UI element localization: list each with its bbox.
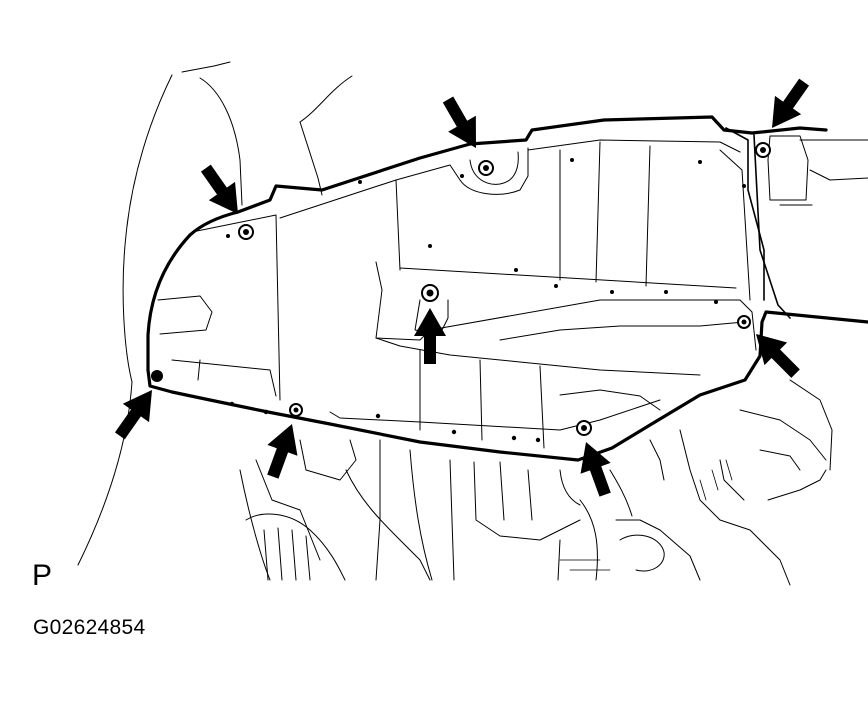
engine-underbody-components [239, 379, 833, 586]
view-label: P [32, 559, 53, 592]
bolts [151, 142, 771, 436]
bolt-top-center [478, 160, 494, 176]
indicator-arrows [114, 78, 810, 497]
bolt-left-edge [151, 370, 163, 382]
arrow-bolt-left-upper [200, 164, 238, 214]
under-cover-panel [146, 115, 868, 462]
fender-liner [77, 61, 353, 566]
figure-id: G02624854 [33, 616, 146, 639]
bolt-top-right [755, 142, 771, 158]
arrow-bolt-center [414, 308, 446, 364]
bolt-left-upper [238, 224, 254, 240]
bolt-center [421, 284, 439, 302]
arrow-bolt-left-edge [114, 390, 152, 440]
arrow-bolt-top-center [442, 96, 476, 148]
arrow-bolt-right-edge [756, 334, 800, 378]
bolt-lower-left [289, 403, 303, 417]
bolt-lower-center [576, 420, 592, 436]
arrow-bolt-top-right [772, 78, 810, 128]
under-cover-detail-lines [157, 135, 868, 449]
bolt-right-edge [737, 315, 751, 329]
arrow-bolt-lower-left [267, 424, 298, 479]
arrow-bolt-lower-center [580, 442, 611, 497]
